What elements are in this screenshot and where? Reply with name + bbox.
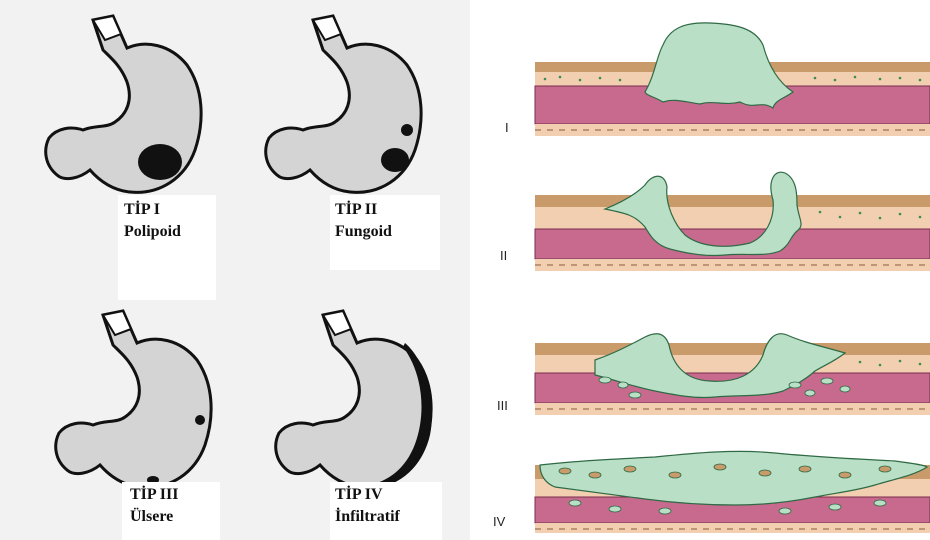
type-4-name: İnfiltratif [330, 506, 442, 528]
type-2-label-box: TİP II Fungoid [330, 195, 440, 270]
section-3-numeral: III [497, 398, 508, 413]
type-4-title: TİP IV [330, 482, 442, 506]
type-1-title: TİP I [118, 195, 216, 221]
type-1-name: Polipoid [118, 221, 216, 243]
stomach-outline [56, 311, 211, 487]
cross-section-4 [535, 445, 930, 535]
tumor-mass [401, 124, 413, 136]
tumor-mass [138, 144, 182, 180]
type-4-label-box: TİP IV İnfiltratif [330, 482, 442, 540]
section-4-numeral: IV [493, 514, 505, 529]
type-3-name: Ülsere [122, 506, 220, 528]
type-1-label-box: TİP I Polipoid [118, 195, 216, 300]
type-2-name: Fungoid [330, 221, 440, 243]
tumor-mass [381, 148, 409, 172]
tumor-mass [195, 415, 205, 425]
cross-section-2 [535, 165, 930, 275]
stomach-illustration-type-2 [255, 10, 445, 210]
cross-section-3 [535, 325, 930, 420]
section-2-numeral: II [500, 248, 507, 263]
stomach-illustration-type-4 [265, 305, 455, 505]
stomach-illustration-type-1 [35, 10, 225, 210]
stomach-illustration-type-3 [45, 305, 235, 505]
type-2-title: TİP II [330, 195, 440, 221]
type-3-label-box: TİP III Ülsere [122, 482, 220, 540]
cross-section-1 [535, 20, 930, 140]
section-1-numeral: I [505, 120, 509, 135]
type-3-title: TİP III [122, 482, 220, 506]
